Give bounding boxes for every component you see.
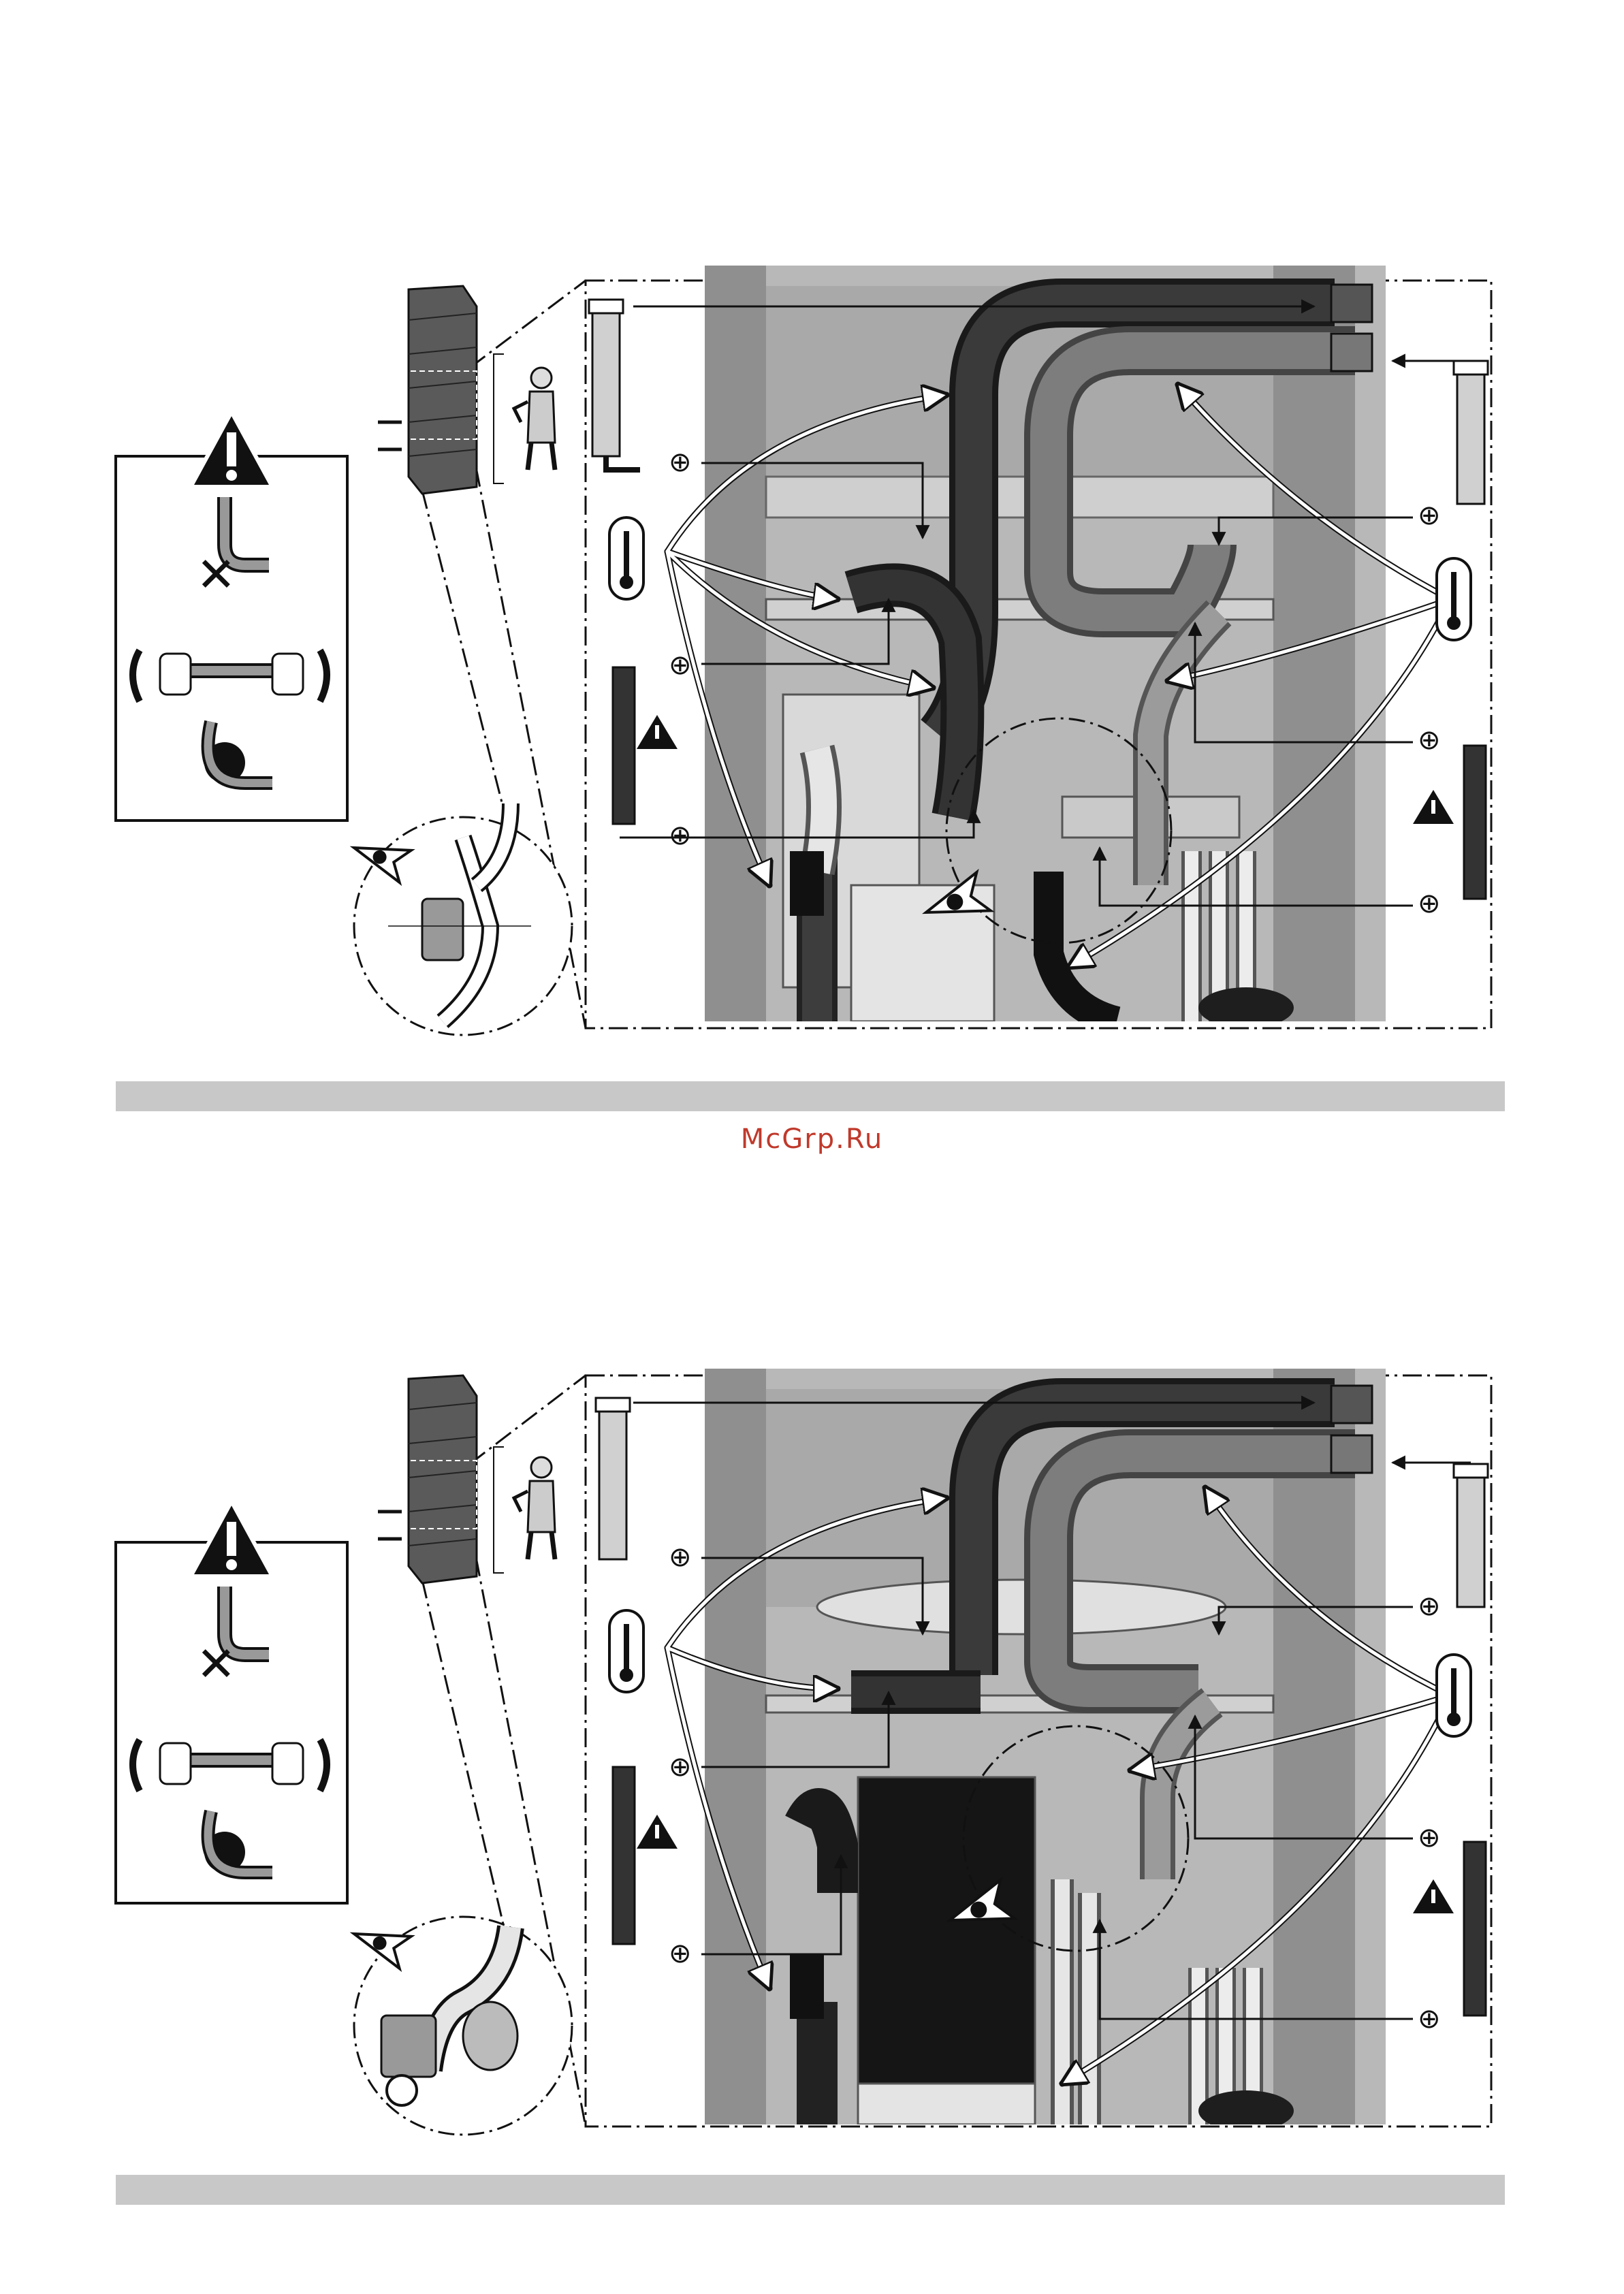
figure-top: ⊕ ⊕ ⊕ ⊕ ⊕ ⊕ ✕ bbox=[0, 0, 1624, 1089]
clip-icon: ⊕ bbox=[669, 447, 692, 478]
warning-triangle-icon bbox=[637, 1815, 678, 1849]
clip-icon: ⊕ bbox=[1418, 888, 1441, 919]
warning-triangle-icon bbox=[191, 412, 272, 487]
thermometer-icon bbox=[1437, 558, 1471, 640]
hose-icon bbox=[1454, 361, 1488, 504]
clip-icon: ⊕ bbox=[1418, 724, 1441, 756]
heat-pump-unit-icon bbox=[378, 286, 477, 494]
hose-icon bbox=[1454, 1464, 1488, 1607]
warning-triangle-icon bbox=[191, 1501, 272, 1576]
warning-triangle-icon bbox=[1413, 1879, 1454, 1913]
clip-icon: ⊕ bbox=[669, 1751, 692, 1783]
clip-icon: ⊕ bbox=[669, 1542, 692, 1573]
figure-bottom: ⊕ ⊕ ⊕ ⊕ ⊕ ⊕ ✕ bbox=[0, 1130, 1624, 2261]
svg-text:✕: ✕ bbox=[196, 547, 236, 603]
hose-icon bbox=[589, 300, 640, 470]
clip-icon: ⊕ bbox=[669, 820, 692, 851]
clip-icon: ⊕ bbox=[669, 650, 692, 681]
clip-icon: ⊕ bbox=[1418, 2003, 1441, 2035]
divider-band-bottom bbox=[116, 2175, 1505, 2205]
thermometer-icon bbox=[609, 1610, 643, 1692]
hose-icon bbox=[596, 1398, 630, 1559]
unit-interior bbox=[705, 1369, 1386, 2131]
clip-icon: ⊕ bbox=[1418, 1591, 1441, 1622]
divider-band-top bbox=[116, 1081, 1505, 1111]
clip-icon: ⊕ bbox=[1418, 500, 1441, 531]
svg-text:✕: ✕ bbox=[196, 1636, 236, 1692]
warning-triangle-icon bbox=[637, 715, 678, 749]
hose-icon bbox=[613, 667, 635, 824]
thermometer-icon bbox=[609, 517, 643, 599]
warning-triangle-icon bbox=[1413, 790, 1454, 824]
clip-icon: ⊕ bbox=[669, 1938, 692, 1969]
hose-icon bbox=[613, 1767, 635, 1944]
thermometer-icon bbox=[1437, 1655, 1471, 1736]
heat-pump-unit-icon bbox=[378, 1375, 477, 1583]
clip-icon: ⊕ bbox=[1418, 1822, 1441, 1853]
hose-icon bbox=[1464, 746, 1486, 899]
hose-icon bbox=[1464, 1842, 1486, 2016]
technician-icon bbox=[514, 368, 555, 470]
technician-icon bbox=[514, 1457, 555, 1559]
